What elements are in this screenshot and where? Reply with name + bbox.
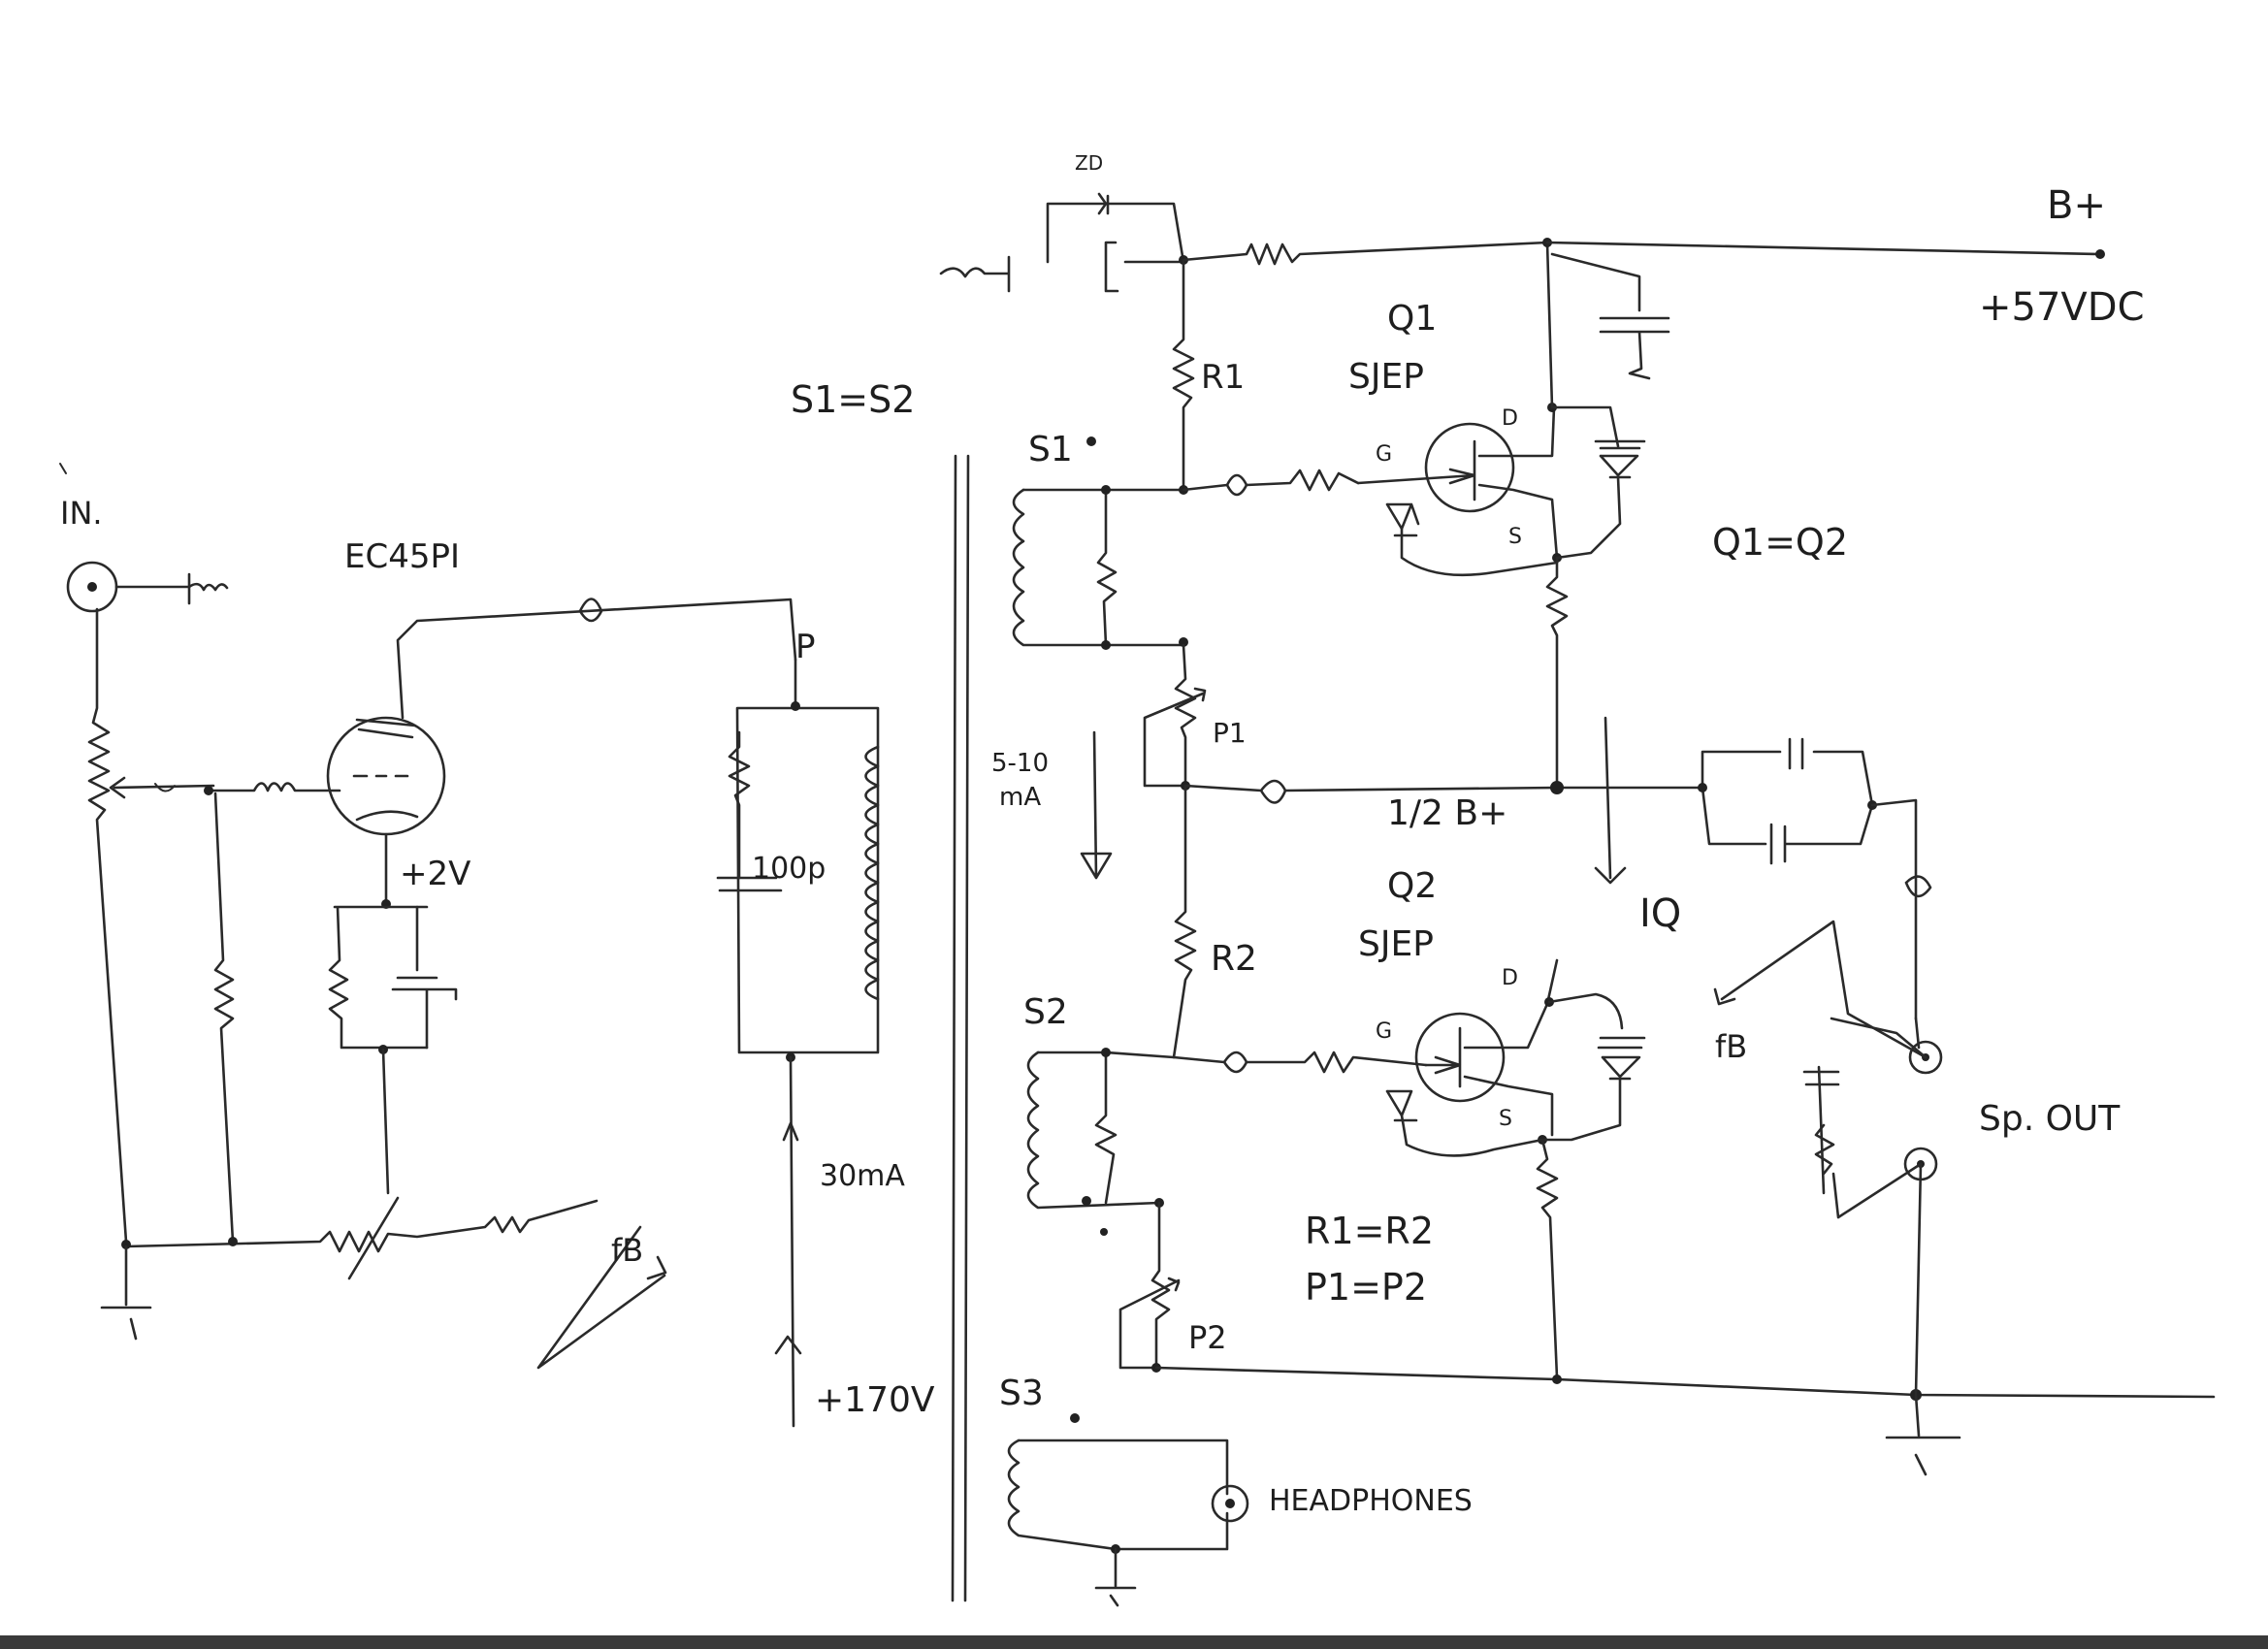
plate-current-label: 30mA: [820, 1159, 905, 1193]
s1-label: S1: [1028, 430, 1073, 469]
tube-label: EC45PI: [344, 537, 460, 576]
q-equality-label: Q1=Q2: [1712, 521, 1848, 564]
b-plus-label: B+: [2047, 183, 2106, 228]
secondary-equality-label: S1=S2: [791, 378, 915, 421]
r2-resistor: [1172, 784, 1197, 1059]
q1-type-label: SJEP: [1348, 357, 1424, 397]
r-equality-label: R1=R2: [1305, 1210, 1434, 1252]
speaker-out-label: Sp. OUT: [1979, 1099, 2121, 1139]
cathode-voltage-label: +2V: [400, 855, 470, 893]
headphones-jack: [1211, 1484, 1249, 1523]
q2-gate-label: G: [1376, 1019, 1392, 1044]
feedback-label-right: fB: [1715, 1028, 1747, 1065]
plate-label: P: [795, 628, 816, 666]
zener-regulator: [939, 192, 1549, 293]
q1-protection-and-bypass: [1542, 238, 1670, 788]
feedback-label-left: fB: [611, 1232, 643, 1269]
r2-label: R2: [1211, 939, 1257, 979]
q1-transistor: [1356, 403, 1562, 577]
quiescent-current-label: IQ: [1639, 891, 1681, 936]
ground-bus: [1154, 1366, 2216, 1476]
p-equality-label: P1=P2: [1305, 1266, 1427, 1309]
bias-current-unit: mA: [999, 783, 1041, 812]
grid-stopper-resistor: [204, 782, 341, 795]
interstage-transformer-core: [951, 454, 970, 1602]
input-jack: [59, 463, 229, 613]
feedback-divider: [121, 1196, 667, 1370]
s3-label: S3: [999, 1374, 1044, 1413]
q2-label: Q2: [1387, 866, 1437, 906]
r1-resistor: [1172, 258, 1195, 487]
volume-potentiometer: [87, 607, 215, 1244]
left-ground: [100, 1245, 152, 1341]
output-coupling-caps: [1698, 737, 1932, 1020]
p1-label: P1: [1213, 717, 1247, 749]
grid-leak-resistor: [213, 792, 235, 1244]
input-label: IN.: [60, 495, 103, 532]
scan-edge: [0, 1635, 2268, 1649]
q1-label: Q1: [1387, 299, 1437, 339]
b-plus-rail: [1545, 241, 2105, 259]
zener-label: ZD: [1075, 151, 1103, 175]
s2-label: S2: [1023, 992, 1068, 1032]
q1-drain-label: D: [1502, 406, 1518, 431]
p2-trimmer: [1118, 1201, 1181, 1373]
cathode-rc: [328, 899, 458, 1195]
q1-source-label: S: [1508, 525, 1522, 549]
gate1-stopper: [1182, 469, 1360, 497]
speaker-output: [1713, 920, 1943, 1397]
supply-voltage-label: +57VDC: [1979, 285, 2145, 330]
q2-source-label: S: [1499, 1107, 1512, 1131]
s1-winding: [1012, 436, 1188, 650]
p2-label: P2: [1188, 1319, 1227, 1356]
plate-supply-label: +170V: [815, 1380, 935, 1420]
q1-gate-label: G: [1376, 442, 1392, 467]
q2-protection: [1536, 992, 1646, 1379]
q2-transistor: [1385, 958, 1559, 1157]
output-tank: [716, 658, 880, 1428]
gate2-stopper: [1172, 1051, 1428, 1074]
p1-trimmer: [1143, 643, 1207, 791]
cap-100p-label: 100p: [752, 852, 826, 886]
tube-ec45pi: [326, 598, 797, 904]
s3-winding: [1007, 1413, 1229, 1607]
q2-drain-label: D: [1502, 966, 1518, 990]
q2-type-label: SJEP: [1358, 924, 1434, 964]
r1-label: R1: [1201, 358, 1245, 397]
bias-current-arrow: [1080, 730, 1113, 880]
headphones-label: HEADPHONES: [1269, 1484, 1473, 1518]
midpoint-label: 1/2 B+: [1387, 793, 1507, 833]
bias-current-value: 5-10: [991, 749, 1049, 778]
midpoint-node: [1183, 716, 1704, 885]
s2-winding: [1026, 1048, 1176, 1236]
